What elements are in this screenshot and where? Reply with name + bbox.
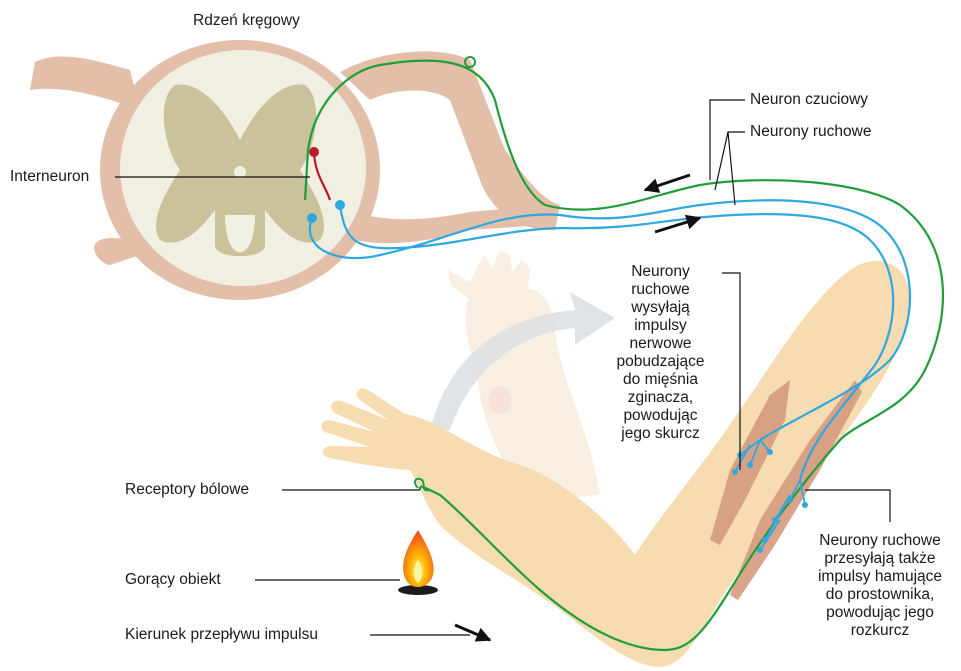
flame-icon bbox=[398, 530, 438, 595]
interneuron-label: Interneuron bbox=[10, 168, 89, 186]
pain-receptors-label: Receptory bólowe bbox=[125, 481, 249, 499]
flexor-note: Neurony ruchowe wysyłają impulsy nerwowe… bbox=[598, 263, 723, 443]
interneuron-soma bbox=[309, 147, 319, 157]
sensory-neuron-label: Neuron czuciowy bbox=[750, 91, 868, 109]
spinal-cord bbox=[100, 40, 380, 300]
diagram-title: Rdzeń kręgowy bbox=[193, 12, 300, 30]
motor-neuron-soma-2 bbox=[335, 200, 345, 210]
hot-object-label: Gorący obiekt bbox=[125, 571, 221, 589]
motor-neuron-soma-1 bbox=[307, 213, 317, 223]
impulse-direction-label: Kierunek przepływu impulsu bbox=[125, 626, 318, 644]
motor-neurons-label: Neurony ruchowe bbox=[750, 123, 871, 141]
extensor-note: Neurony ruchowe przesyłają także impulsy… bbox=[800, 532, 960, 640]
